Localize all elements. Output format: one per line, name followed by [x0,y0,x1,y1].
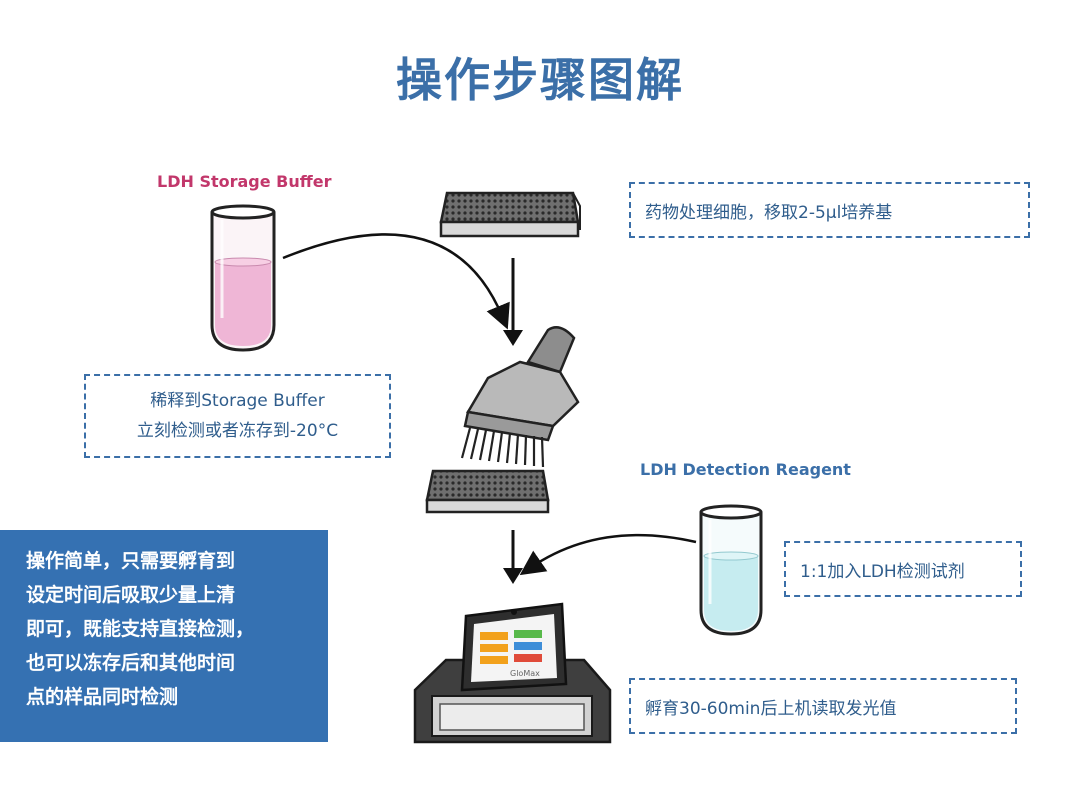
page-title: 操作步骤图解 [396,53,684,107]
summary-line-5: 点的样品同时检测 [26,686,179,708]
summary-box: 操作简单，只需要孵育到 设定时间后吸取少量上清 即可，既能支持直接检测， 也可以… [0,530,328,742]
device-brand: GloMax [510,669,540,678]
detection-reagent-label: LDH Detection Reagent [640,460,851,479]
multichannel-pipette-icon [460,326,580,468]
step2-note: 1:1加入LDH检测试剂 [784,541,1022,597]
dilute-note: 稀释到Storage Buffer 立刻检测或者冻存到-20°C [84,374,391,458]
step3-note: 孵育30-60min后上机读取发光值 [629,678,1017,734]
step3-text: 孵育30-60min后上机读取发光值 [645,698,897,719]
plate-reader-icon [413,602,612,744]
curved-arrow-icon [519,533,697,576]
dilute-line2: 立刻检测或者冻存到-20°C [136,421,339,441]
step2-text: 1:1加入LDH检测试剂 [800,561,965,582]
arrow-down-icon [503,530,523,584]
storage-buffer-label: LDH Storage Buffer [157,172,332,191]
curved-arrow-icon [282,233,510,330]
arrow-down-icon [503,258,523,346]
summary-line-3: 即可，既能支持直接检测， [26,618,255,640]
well-plate-icon [439,191,581,238]
well-plate-icon [425,469,550,514]
test-tube-pink-icon [210,204,276,352]
dilute-line1: 稀释到Storage Buffer [150,391,325,411]
summary-line-1: 操作简单，只需要孵育到 [26,550,236,572]
step1-text: 药物处理细胞，移取2-5µl培养基 [645,202,893,223]
test-tube-cyan-icon [699,504,763,636]
summary-line-4: 也可以冻存后和其他时间 [26,652,236,674]
summary-line-2: 设定时间后吸取少量上清 [26,584,236,606]
step1-note: 药物处理细胞，移取2-5µl培养基 [629,182,1030,238]
